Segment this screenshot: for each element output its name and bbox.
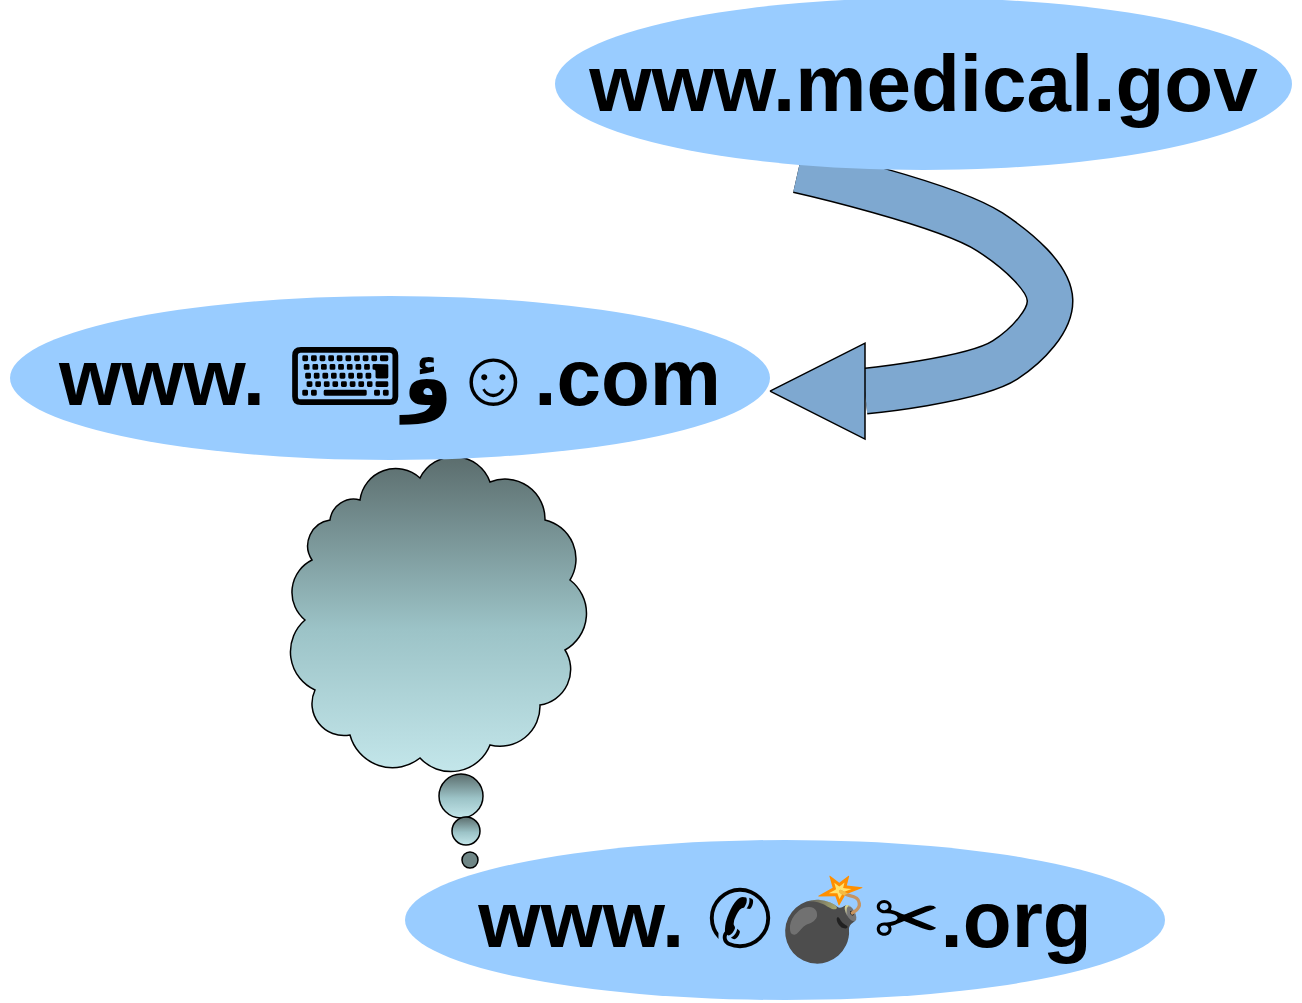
- thought-bubble: [462, 852, 478, 868]
- thought-bubble: [439, 774, 483, 818]
- thought-cloud: [290, 457, 586, 772]
- curved-block-arrow: [770, 170, 1050, 439]
- site-address: www.medical.gov: [589, 44, 1257, 124]
- site-ellipse: www. ⌨ؤ☺.com: [10, 296, 770, 460]
- site-address: www. ⌨ؤ☺.com: [59, 338, 721, 418]
- ellipse-fill: [405, 840, 1165, 1000]
- ellipse-fill: [555, 0, 1292, 170]
- site-ellipse: www.medical.gov: [555, 0, 1292, 170]
- site-ellipse: www. ✆💣✂.org: [405, 840, 1165, 1000]
- thought-bubble: [452, 817, 480, 845]
- arrow-head: [770, 343, 865, 439]
- site-address: www. ✆💣✂.org: [478, 880, 1091, 960]
- ellipse-fill: [10, 296, 770, 460]
